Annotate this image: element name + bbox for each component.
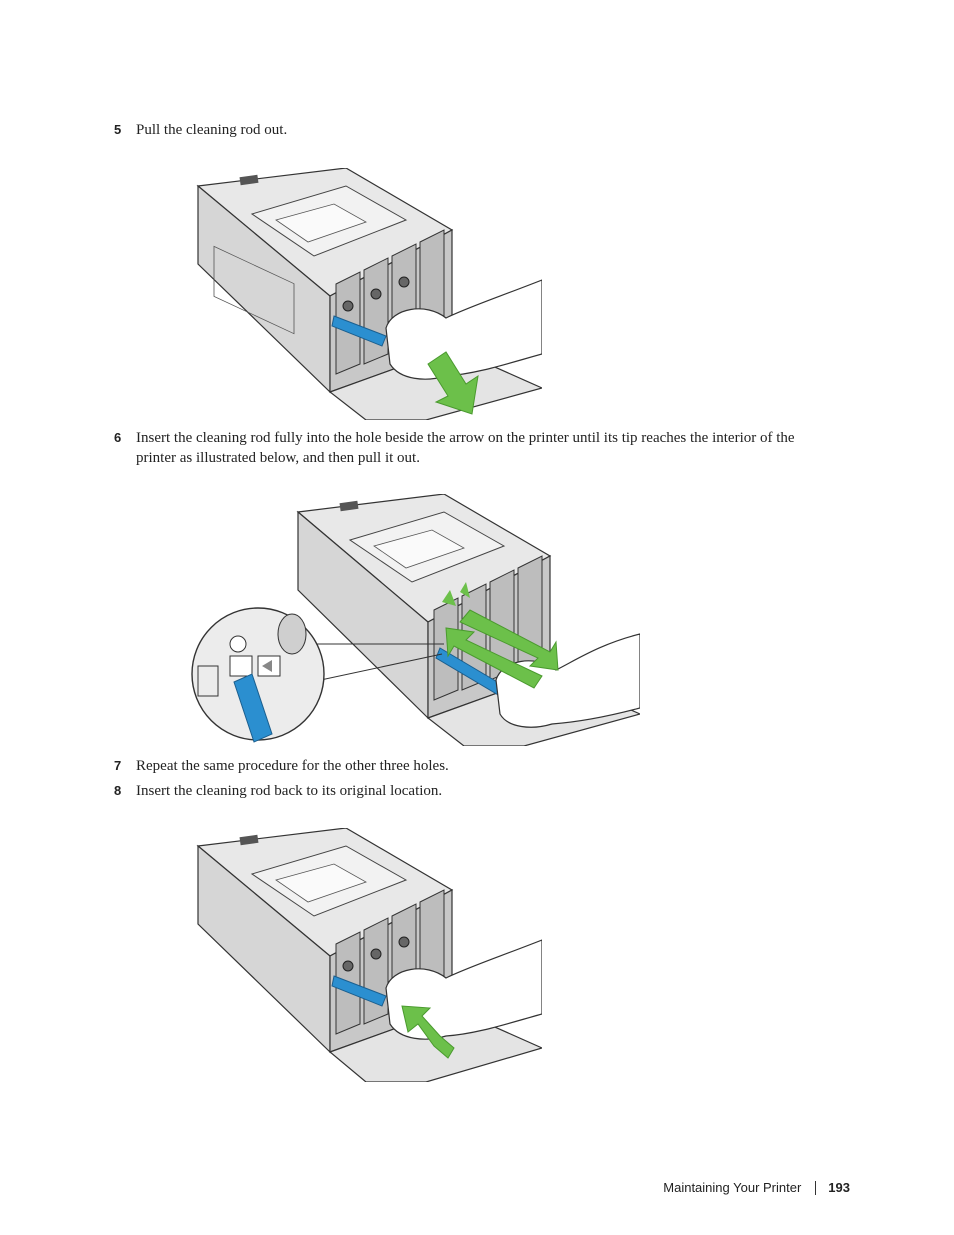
page-footer: Maintaining Your Printer 193: [663, 1180, 850, 1195]
page-number: 193: [828, 1180, 850, 1195]
insert-rod-illustration: [190, 494, 640, 746]
return-rod-illustration: [196, 828, 542, 1082]
step-text: Pull the cleaning rod out.: [136, 122, 288, 138]
step-text: Repeat the same procedure for the other …: [136, 758, 449, 774]
step-5: 5 Pull the cleaning rod out.: [114, 120, 814, 140]
step-8: 8 Insert the cleaning rod back to its or…: [114, 781, 814, 801]
footer-divider: [815, 1180, 817, 1195]
step-text-line-2: printer as illustrated below, and then p…: [136, 450, 420, 466]
step-number: 7: [114, 758, 122, 773]
step-text: Insert the cleaning rod back to its orig…: [136, 783, 443, 799]
step-7: 7 Repeat the same procedure for the othe…: [114, 756, 814, 776]
step-number: 8: [114, 783, 122, 798]
step-number: 6: [114, 430, 122, 445]
step-text-line-1: Insert the cleaning rod fully into the h…: [136, 430, 795, 446]
pull-rod-illustration: [196, 168, 542, 420]
step-number: 5: [114, 122, 122, 137]
footer-section-title: Maintaining Your Printer: [663, 1180, 802, 1195]
step-6: 6 Insert the cleaning rod fully into the…: [114, 428, 844, 468]
